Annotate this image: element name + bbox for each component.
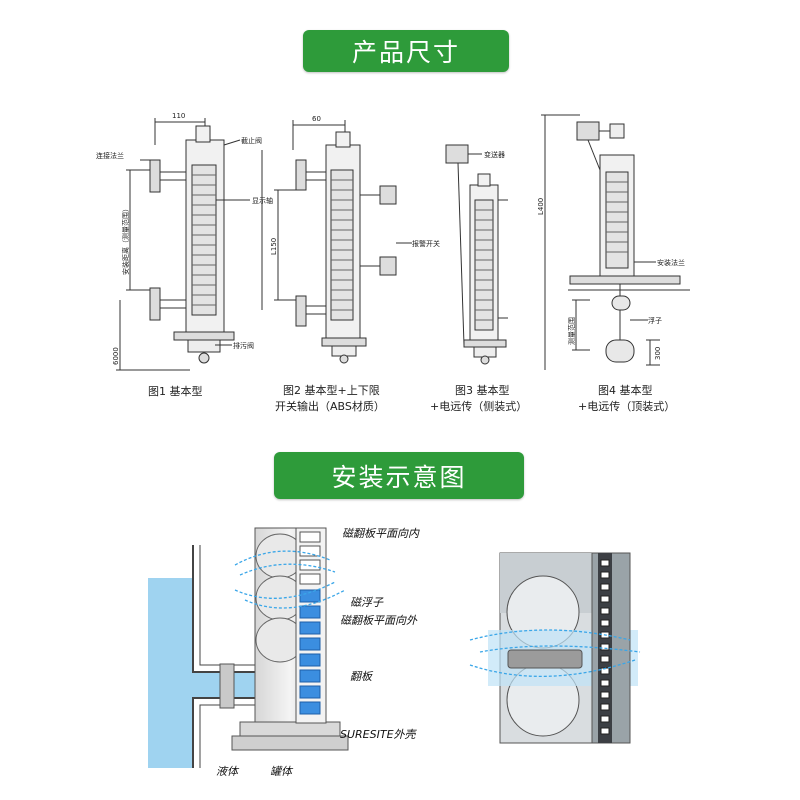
fig4-dim-float: 300 [654, 347, 662, 360]
fig1-label-drain: 排污阀 [233, 341, 254, 350]
label-chamber: 罐体 [270, 765, 294, 778]
label-flap-panel: 翻板 [350, 670, 374, 683]
fig4-label-float: 浮子 [648, 316, 662, 325]
fig2-caption-1: 图2 基本型+上下限 [283, 383, 380, 397]
label-magnetic-float: 磁浮子 [350, 596, 384, 609]
fig4-label-flange: 安装法兰 [657, 258, 685, 267]
installation-illustration: 磁翻板平面向内 磁浮子 磁翻板平面向外 翻板 SURESITE外壳 液体 罐体 [148, 527, 641, 778]
detail-view [469, 552, 641, 744]
fig4-dim-side: 测量范围 [567, 317, 576, 345]
figure-1-drawing [116, 118, 250, 371]
fig2-dim-top: 60 [312, 115, 321, 123]
label-flap-in: 磁翻板平面向内 [342, 527, 420, 540]
fig1-dim-bottom: 6000 [112, 347, 120, 365]
fig2-caption-2: 开关输出（ABS材质） [275, 399, 385, 413]
tank-vessel [148, 545, 265, 768]
fig3-caption-1: 图3 基本型 [455, 383, 510, 397]
section-title-dimensions: 产品尺寸 [303, 30, 509, 72]
figure-2-drawing [261, 120, 412, 364]
fig2-label-switch: 报警开关 [412, 239, 440, 248]
label-flap-out: 磁翻板平面向外 [340, 614, 418, 627]
fig4-dim-total: L400 [537, 198, 545, 215]
dimension-drawings: 110 连接法兰 截止阀 显示轴 排污阀 安装距离（测量范围） 6000 60 … [96, 112, 690, 413]
indicator-panel [295, 527, 327, 724]
fig4-caption-2: +电远传（顶装式） [578, 400, 675, 413]
fig1-label-indicator: 显示轴 [252, 196, 273, 205]
magnetic-field-lines [234, 550, 346, 609]
fig4-caption-1: 图4 基本型 [598, 383, 653, 397]
fig1-caption: 图1 基本型 [148, 384, 203, 398]
fig1-label-valve: 截止阀 [241, 136, 262, 145]
figure-4-drawing [541, 114, 690, 370]
section-title-installation: 安装示意图 [274, 452, 524, 499]
fig1-label-flange: 连接法兰 [96, 151, 124, 160]
measuring-tube [231, 527, 349, 751]
fig1-dim-side: 安装距离（测量范围） [121, 205, 130, 275]
fig2-dim-mid: L150 [270, 238, 278, 255]
label-liquid: 液体 [216, 765, 240, 778]
fig1-dim-top: 110 [172, 112, 185, 120]
fig3-label-transmitter: 变送器 [484, 150, 505, 159]
figure-3-drawing [445, 144, 508, 365]
label-shell: SURESITE外壳 [340, 728, 418, 741]
fig3-caption-2: +电远传（侧装式） [430, 400, 527, 413]
